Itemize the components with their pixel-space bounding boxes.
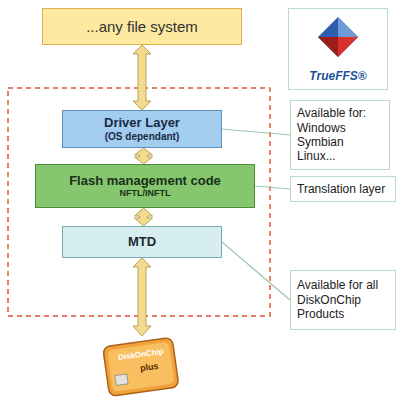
leader-line: [222, 129, 290, 135]
mtd-box: MTD: [62, 226, 222, 258]
double-arrow: [135, 208, 153, 226]
chip-illustration: [103, 337, 179, 396]
trueffs-logo: TrueFFS®: [288, 8, 388, 90]
driver-layer-box: Driver Layer(OS dependant): [62, 110, 222, 148]
leader-line: [255, 186, 290, 189]
logo-icon: [316, 15, 360, 59]
node-title: MTD: [128, 234, 156, 250]
node-title: Flash management code: [69, 173, 221, 189]
node-title: Translation layer: [297, 182, 385, 196]
leader-line: [222, 242, 290, 300]
double-arrow: [133, 258, 151, 336]
callout-box: Available for: Windows Symbian Linux...: [290, 100, 390, 170]
flash-management-box: Flash management codeNFTL/INFTL: [35, 164, 255, 208]
node-title: ...any file system: [86, 18, 198, 36]
double-arrow: [133, 45, 151, 110]
node-title: Available for all DiskOnChip Products: [297, 278, 389, 321]
node-subtitle: (OS dependant): [105, 131, 179, 143]
double-arrow: [135, 148, 153, 164]
callout-box: Translation layer: [290, 176, 396, 202]
node-title: Driver Layer: [104, 115, 180, 131]
node-title: TrueFFS®: [309, 69, 366, 83]
file-system-box: ...any file system: [42, 8, 242, 45]
callout-box: Available for all DiskOnChip Products: [290, 270, 396, 330]
node-subtitle: NFTL/INFTL: [120, 188, 171, 199]
node-title: Available for: Windows Symbian Linux...: [297, 106, 383, 164]
